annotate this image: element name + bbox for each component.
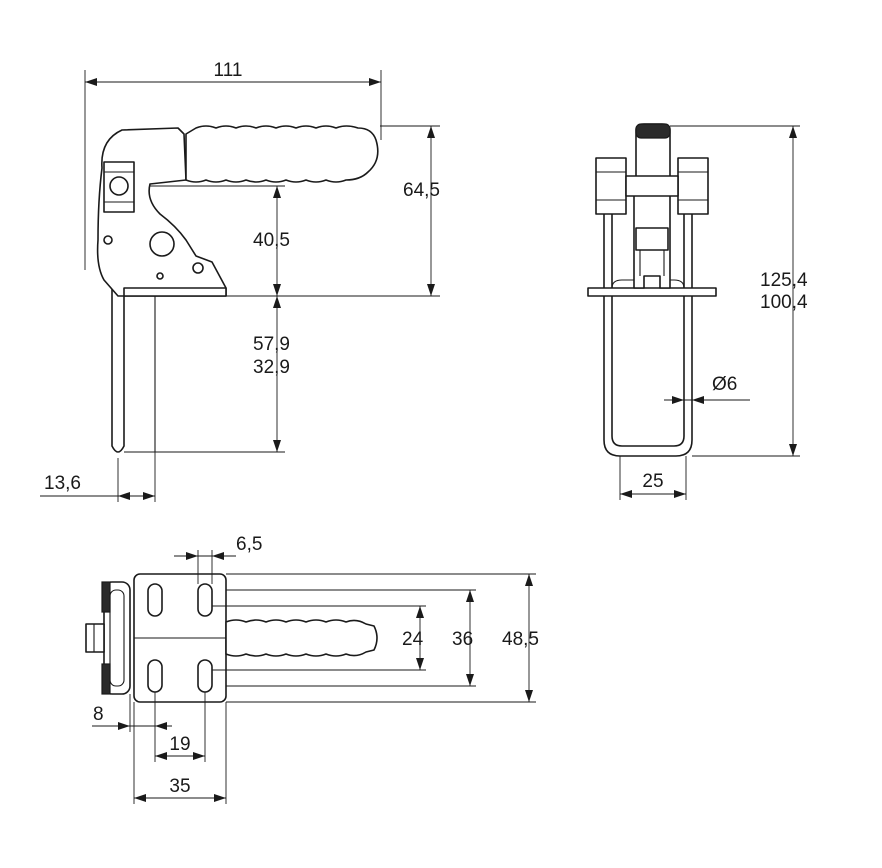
dim-label-36: 36	[452, 629, 473, 650]
side-hook-nut-bore	[109, 176, 129, 196]
side-view-dimensions: 111 64,5 40,5 57,9 32,9 13,6	[40, 60, 440, 502]
side-tiny-pin	[156, 272, 164, 280]
dim-d6-arrow-r	[692, 396, 704, 404]
side-handle-grip	[185, 125, 379, 183]
dim-label-19: 19	[169, 734, 190, 755]
dim-label-25: 25	[642, 471, 663, 492]
dim-405-arrow-b	[273, 284, 281, 296]
top-slot-4	[197, 659, 213, 693]
top-view-dimensions: 6,5 24 36 48,5 8 19	[92, 534, 539, 804]
dim-label-100-4: 100,4	[760, 292, 808, 313]
dim-485-arrow-t	[525, 574, 533, 586]
dim-36-arrow-t	[466, 590, 474, 602]
front-cross-bar	[625, 175, 679, 197]
dim-8-arrow-r	[155, 722, 167, 730]
side-small-pin	[192, 262, 204, 274]
dim-label-6-5: 6,5	[236, 534, 262, 555]
top-view	[85, 573, 378, 703]
dim-label-8: 8	[93, 704, 104, 725]
dim-d6-arrow-l	[672, 396, 684, 404]
dim-579-arrow-b	[273, 440, 281, 452]
dim-405-arrow-t	[273, 186, 281, 198]
dim-111-arrow-r	[369, 78, 381, 86]
dim-35-arrow-l	[134, 794, 146, 802]
side-view	[96, 125, 379, 453]
dim-label-24: 24	[402, 629, 424, 650]
dim-8-arrow-l	[118, 722, 130, 730]
top-hook-loop-inner	[109, 589, 125, 687]
dim-19-arrow-l	[155, 752, 167, 760]
dim-25-arrow-l	[620, 490, 632, 498]
dim-645-arrow-b	[427, 284, 435, 296]
side-base-plate	[123, 287, 227, 297]
side-pivot-pin	[149, 231, 175, 257]
top-nut-lower	[101, 663, 111, 695]
top-slot-3	[147, 659, 163, 693]
top-slot-2	[197, 583, 213, 617]
dim-1254-arrow-t	[789, 126, 797, 138]
top-handle-grip	[225, 619, 378, 657]
dim-label-35: 35	[169, 776, 190, 797]
dim-24-arrow-t	[416, 606, 424, 618]
dim-label-48-5: 48,5	[502, 629, 539, 650]
dim-label-57-9: 57,9	[253, 334, 290, 355]
dim-label-40-5: 40,5	[253, 230, 290, 251]
dim-579-arrow-t	[273, 296, 281, 308]
top-slot-1	[147, 583, 163, 617]
front-hook-bend	[611, 279, 685, 289]
front-view	[587, 123, 717, 457]
dim-36-arrow-b	[466, 674, 474, 686]
front-nut-left	[595, 157, 627, 215]
dim-label-d6: Ø6	[712, 374, 737, 395]
front-view-dimensions: 125,4 100,4 Ø6 25	[619, 125, 808, 500]
dim-label-111: 111	[214, 60, 243, 81]
dim-25-arrow-r	[674, 490, 686, 498]
dim-24-arrow-b	[416, 658, 424, 670]
top-nut-upper	[101, 581, 111, 613]
front-nut-right	[677, 157, 709, 215]
dim-111-arrow-l	[85, 78, 97, 86]
dim-label-13-6: 13,6	[44, 473, 81, 494]
dim-485-arrow-b	[525, 690, 533, 702]
front-link-block	[635, 227, 669, 251]
dim-136-arrow-r	[143, 492, 155, 500]
dim-65-arrow-l	[186, 552, 198, 560]
dim-label-64-5: 64,5	[403, 180, 440, 201]
dim-645-arrow-t	[427, 126, 435, 138]
front-base-plate	[587, 287, 717, 297]
side-link-pin	[103, 235, 113, 245]
dim-136-arrow-l	[118, 492, 130, 500]
dim-1254-arrow-b	[789, 444, 797, 456]
top-latch-stub	[85, 623, 105, 653]
dim-35-arrow-r	[214, 794, 226, 802]
dim-label-125-4: 125,4	[760, 270, 808, 291]
dim-19-arrow-r	[193, 752, 205, 760]
dim-label-32-9: 32,9	[253, 357, 290, 378]
dim-65-arrow-r	[212, 552, 224, 560]
front-handle-cap	[635, 123, 671, 139]
